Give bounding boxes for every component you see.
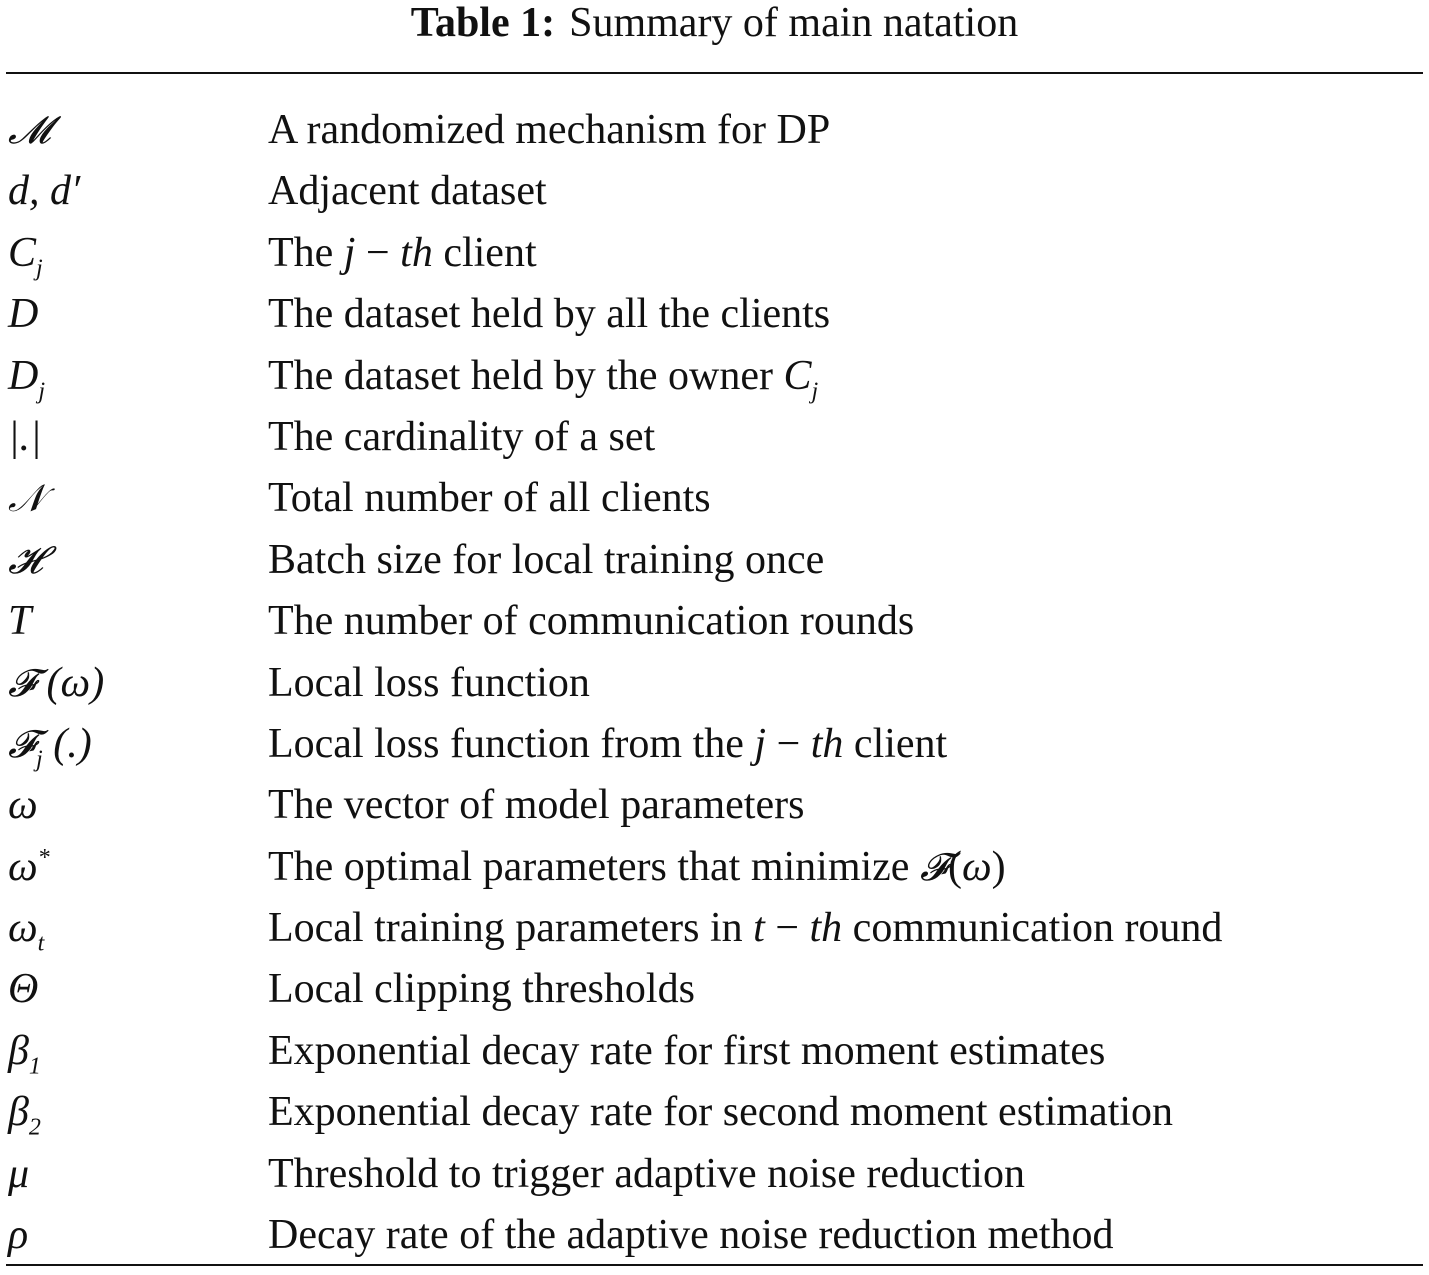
notation-description: The j − th client [268,229,537,276]
notation-symbol: ω [8,782,38,829]
notation-symbol: ω* [8,843,50,890]
table-caption-title: Summary of main natation [569,0,1019,46]
table-row: Cj The j − th client [0,223,1429,284]
notation-symbol: 𝓜 [8,108,51,152]
notation-symbol: β2 [8,1089,41,1141]
bottom-rule [6,1264,1423,1266]
table-row: T The number of communication rounds [0,591,1429,652]
table-row: 𝓗 Batch size for local training once [0,530,1429,591]
table-row: ρ Decay rate of the adaptive noise reduct… [0,1205,1429,1266]
notation-symbol: 𝒩 [8,476,45,521]
notation-description: The number of communication rounds [268,598,915,645]
table-row: D The dataset held by all the clients [0,284,1429,345]
notation-description: Local clipping thresholds [268,966,695,1013]
notation-symbol: Cj [8,229,43,282]
table-caption: Table 1: Summary of main natation [0,0,1429,46]
table-row: μ Threshold to trigger adaptive noise red… [0,1144,1429,1205]
notation-description: Adjacent dataset [268,168,547,215]
table-row: ω The vector of model parameters [0,775,1429,836]
notation-table: 𝓜 A randomized mechanism for DP d, d′ Adjac… [0,100,1429,1266]
notation-symbol: 𝓕 (ω) [8,659,105,706]
notation-description: Local loss function from the j − th clie… [268,720,948,767]
table-row: ω* The optimal parameters that minimize 𝓕… [0,837,1429,898]
notation-symbol: D [8,291,39,338]
notation-description: The optimal parameters that minimize 𝓕(ω… [268,843,1006,890]
top-rule [6,72,1423,74]
table-row: β2 Exponential decay rate for second mome… [0,1082,1429,1143]
notation-description: Local loss function [268,659,590,706]
table-row: Θ Local clipping thresholds [0,959,1429,1020]
notation-symbol: Dj [8,352,46,404]
notation-symbol: ρ [8,1212,29,1259]
table-row: 𝓕j (.) Local loss function from the j − t… [0,714,1429,775]
notation-description: Decay rate of the adaptive noise reducti… [268,1212,1114,1259]
notation-symbol: β1 [8,1027,41,1080]
table-row: 𝒩 Total number of all clients [0,468,1429,529]
notation-symbol: ωt [8,905,45,957]
table-row: 𝓜 A randomized mechanism for DP [0,100,1429,161]
notation-description: Local training parameters in t − th comm… [268,905,1223,952]
table-row: Dj The dataset held by the owner Cj [0,346,1429,407]
notation-symbol: μ [8,1150,30,1197]
notation-description: The dataset held by the owner Cj [268,352,819,404]
notation-description: Exponential decay rate for first moment … [268,1027,1106,1074]
notation-description: The vector of model parameters [268,782,805,829]
notation-symbol: Θ [8,966,39,1013]
table-row: d, d′ Adjacent dataset [0,161,1429,222]
notation-description: Threshold to trigger adaptive noise redu… [268,1150,1025,1197]
notation-symbol: 𝓗 [8,537,43,582]
notation-description: The dataset held by all the clients [268,291,831,338]
notation-description: The cardinality of a set [268,413,656,460]
notation-symbol: |.| [8,413,42,460]
notation-symbol: T [8,598,32,645]
notation-description: Total number of all clients [268,475,711,522]
notation-symbol: 𝓕j (.) [8,720,92,773]
table-caption-label: Table 1: [410,0,556,46]
notation-symbol: d, d′ [8,168,81,215]
notation-description: A randomized mechanism for DP [268,107,831,153]
notation-description: Batch size for local training once [268,536,825,583]
table-row: |.| The cardinality of a set [0,407,1429,468]
notation-description: Exponential decay rate for second moment… [268,1089,1174,1136]
table-row: 𝓕 (ω) Local loss function [0,653,1429,714]
table-row: ωt Local training parameters in t − th co… [0,898,1429,959]
table-row: β1 Exponential decay rate for first momen… [0,1021,1429,1082]
